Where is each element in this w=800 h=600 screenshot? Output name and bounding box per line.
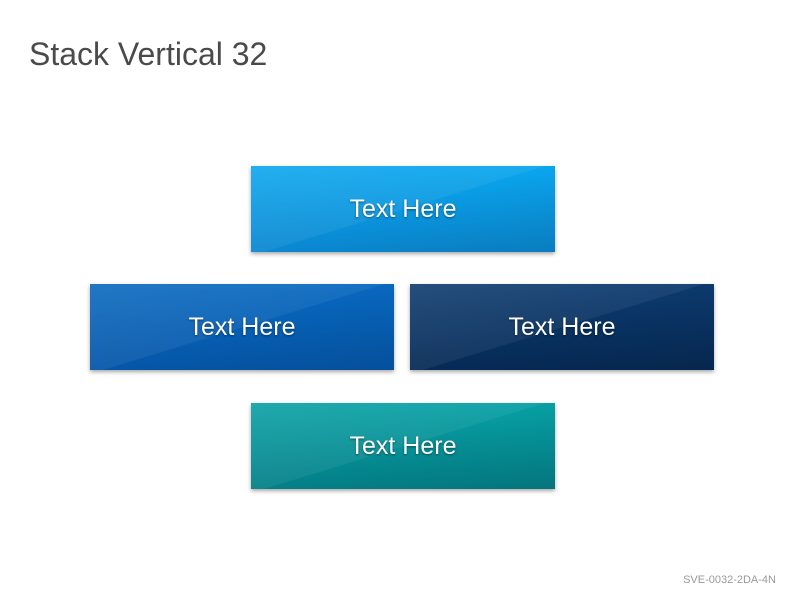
box-bottom-label: Text Here <box>349 431 457 460</box>
box-middle-right-label: Text Here <box>508 312 616 341</box>
box-bottom: Text Here <box>251 403 555 489</box>
box-middle-left-label: Text Here <box>188 312 296 341</box>
box-top: Text Here <box>251 166 555 252</box>
slide-title: Stack Vertical 32 <box>29 36 268 72</box>
slide-code: SVE-0032-2DA-4N <box>683 574 776 586</box>
box-middle-left: Text Here <box>90 284 394 370</box>
box-top-label: Text Here <box>349 194 457 223</box>
box-middle-right: Text Here <box>410 284 714 370</box>
